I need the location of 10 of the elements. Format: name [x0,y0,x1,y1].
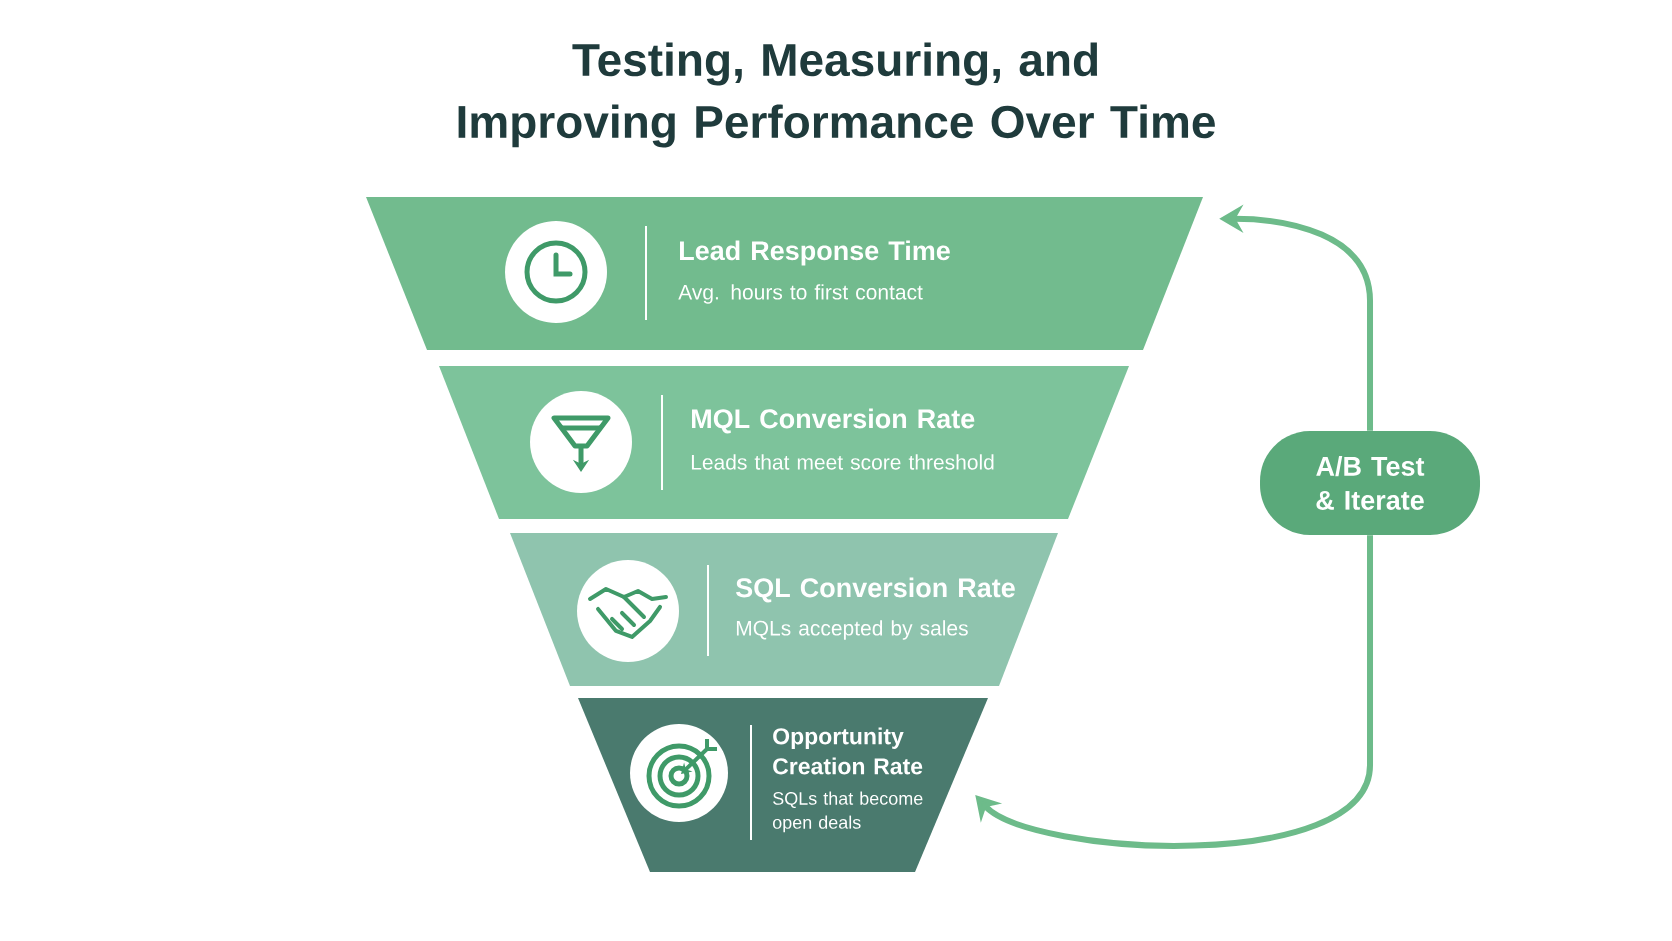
metric-description: Leads that meet score threshold [691,454,994,470]
metric-description: MQLs accepted by sales [736,620,968,640]
metric-heading: SQL Conversion Rate [736,577,1015,603]
metric-description: SQLs that become open deals [772,791,923,833]
title: Testing, Measuring, and Improving Performance Over Time [458,42,1215,148]
metric-heading: Lead Response Time [680,240,950,266]
metric-description: Avg. hours to first contact [678,284,923,304]
loop-arrow [975,535,1373,849]
metric-heading: Opportunity Creation Rate [773,727,923,775]
metric-heading: MQL Conversion Rate [692,408,975,434]
